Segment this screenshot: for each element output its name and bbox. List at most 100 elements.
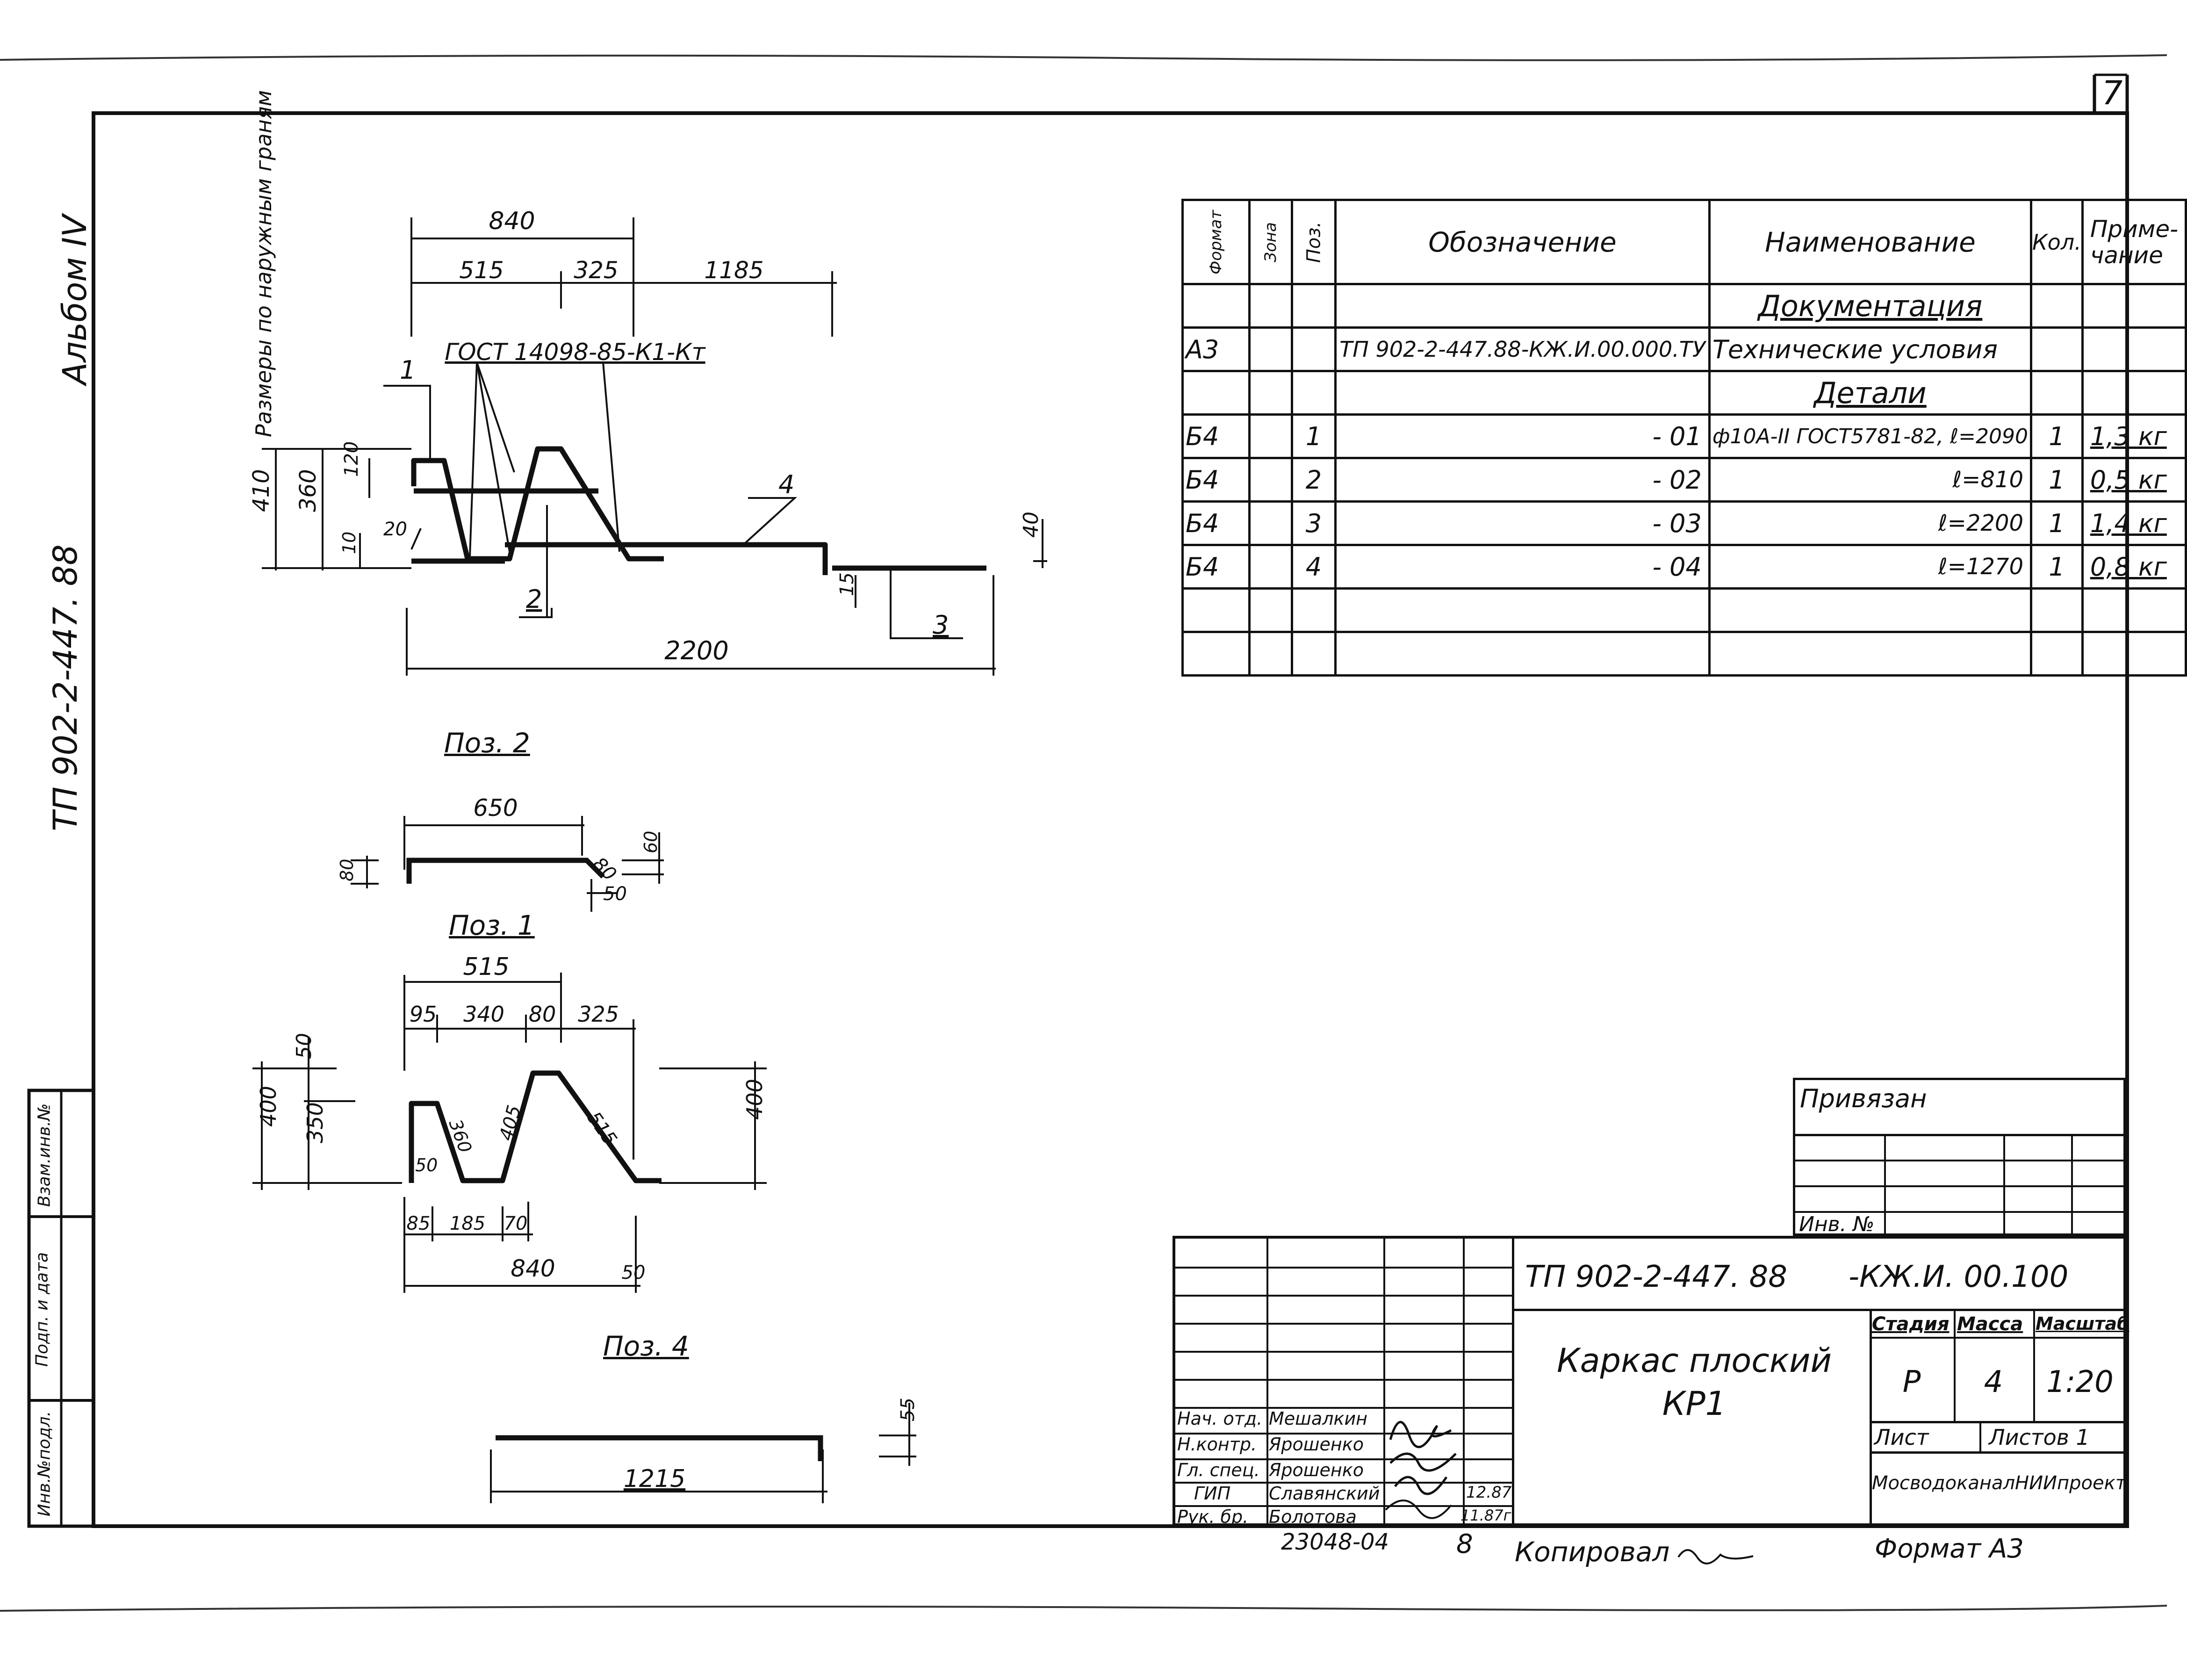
poz4-dim-1215: 1215 — [624, 1465, 685, 1493]
poz1-dim-350: 350 — [302, 1102, 328, 1143]
poz1-dim-340: 340 — [463, 1002, 504, 1027]
spec-name — [1708, 587, 2032, 633]
spec-note — [2081, 631, 2187, 677]
binding-title: Привязан — [1800, 1084, 1927, 1113]
spec-qty — [2029, 631, 2084, 677]
side-note-line1: Размеры по наружным граням — [251, 90, 276, 437]
spec-row: Детали — [1181, 370, 2187, 416]
spec-pos: 2 — [1290, 457, 1337, 503]
date-ruk-br: 11.87г. — [1460, 1507, 1516, 1524]
spec-qty — [2029, 283, 2084, 329]
dim-325: 325 — [574, 257, 618, 284]
dim-10: 10 — [339, 532, 360, 554]
header-designation: Обозначение — [1334, 199, 1711, 285]
sheet-label: Лист — [1874, 1425, 1929, 1450]
poz2-dim-650: 650 — [473, 794, 518, 822]
spec-zone — [1248, 283, 1293, 329]
spec-designation: - 01 — [1334, 413, 1711, 459]
callout-1: 1 — [400, 355, 416, 385]
poz1-dim-80: 80 — [529, 1002, 556, 1027]
date-gip: 12.87 — [1466, 1483, 1512, 1502]
mass-label: Масса — [1957, 1313, 2023, 1335]
spec-pos — [1290, 283, 1337, 329]
sheets-label: Листов 1 — [1989, 1425, 2090, 1450]
dim-2200: 2200 — [664, 636, 728, 665]
spec-format: Б4 — [1181, 457, 1251, 503]
scale-value: 1:20 — [2046, 1365, 2114, 1399]
poz2-dim-50: 50 — [603, 883, 627, 905]
spec-pos: 3 — [1290, 500, 1337, 546]
spec-qty — [2029, 370, 2084, 416]
name-ruk-br: Болотова — [1269, 1507, 1357, 1527]
format-label: Формат А3 — [1875, 1534, 2024, 1564]
poz1-dim-185: 185 — [450, 1213, 485, 1234]
callout-4: 4 — [778, 470, 794, 499]
spec-pos — [1290, 326, 1337, 372]
spec-row: Б4 1 - 01 ф10А-II ГОСТ5781-82, ℓ=2090 1 … — [1181, 413, 2187, 459]
spec-format: Б4 — [1181, 413, 1251, 459]
poz1-dim-325: 325 — [578, 1002, 619, 1027]
spec-name: ℓ=2200 — [1708, 500, 2032, 546]
spec-qty: 1 — [2029, 413, 2084, 459]
spec-pos: 4 — [1290, 544, 1337, 590]
spec-pos — [1290, 370, 1337, 416]
callout-2: 2 — [526, 584, 542, 614]
spec-zone — [1248, 370, 1293, 416]
dim-515: 515 — [459, 257, 504, 284]
spec-pos: 1 — [1290, 413, 1337, 459]
spec-zone — [1248, 544, 1293, 590]
spec-zone — [1248, 326, 1293, 372]
dim-15: 15 — [836, 572, 858, 596]
spec-qty: 1 — [2029, 500, 2084, 546]
title-block: Нач. отд. Мешалкин Н.контр. Ярошенко Гл.… — [1173, 1236, 2129, 1527]
poz1-dim-400-right: 400 — [742, 1079, 767, 1120]
spec-note: 0,5 кг — [2081, 457, 2187, 503]
spec-designation: - 04 — [1334, 544, 1711, 590]
spec-zone — [1248, 413, 1293, 459]
header-pos: Поз. — [1290, 199, 1337, 285]
spec-pos — [1290, 631, 1337, 677]
poz1-title: Поз. 1 — [449, 909, 535, 941]
specification-table: Формат Зона Поз. Обозначение Наименовани… — [1181, 199, 2187, 677]
dim-40: 40 — [1019, 512, 1043, 538]
scale-label: Масштаб — [2036, 1313, 2129, 1334]
spec-row — [1181, 631, 2187, 677]
spec-note: 1,4 кг — [2081, 500, 2187, 546]
binding-box: Привязан Инв. № — [1793, 1078, 2126, 1238]
header-name: Наименование — [1708, 199, 2032, 285]
dim-120: 120 — [341, 441, 362, 477]
spec-name — [1708, 631, 2032, 677]
spec-row: Документация — [1181, 283, 2187, 329]
spec-format — [1181, 587, 1251, 633]
role-nach-otd: Нач. отд. — [1177, 1408, 1263, 1429]
poz1-dim-70: 70 — [504, 1213, 528, 1234]
poz2-dim-60: 60 — [640, 831, 661, 853]
spec-designation: - 03 — [1334, 500, 1711, 546]
spec-name: ℓ=1270 — [1708, 544, 2032, 590]
header-note: Приме-чание — [2081, 199, 2187, 285]
archive-number: 23048-04 — [1281, 1529, 1389, 1555]
name-gip: Славянский — [1269, 1483, 1380, 1504]
role-gip: ГИП — [1194, 1483, 1231, 1504]
spec-name: ф10А-II ГОСТ5781-82, ℓ=2090 — [1708, 413, 2032, 459]
mass-value: 4 — [1984, 1365, 2003, 1399]
signatures — [1385, 1420, 1457, 1519]
spec-note — [2081, 587, 2187, 633]
spec-note — [2081, 326, 2187, 372]
stage-value: Р — [1902, 1365, 1921, 1399]
dim-840-top: 840 — [489, 207, 535, 235]
header-zone: Зона — [1248, 199, 1293, 285]
gost-label: ГОСТ 14098-85-К1-Кт — [445, 339, 706, 366]
spec-name: ℓ=810 — [1708, 457, 2032, 503]
spec-row — [1181, 587, 2187, 633]
spec-format — [1181, 370, 1251, 416]
header-format: Формат — [1181, 199, 1251, 285]
poz1-dim-50-bottom: 50 — [622, 1262, 646, 1283]
spec-designation — [1334, 631, 1711, 677]
poz1-dim-95: 95 — [410, 1002, 437, 1027]
poz4-dim-55: 55 — [897, 1398, 919, 1421]
stage-label: Стадия — [1872, 1313, 1950, 1335]
